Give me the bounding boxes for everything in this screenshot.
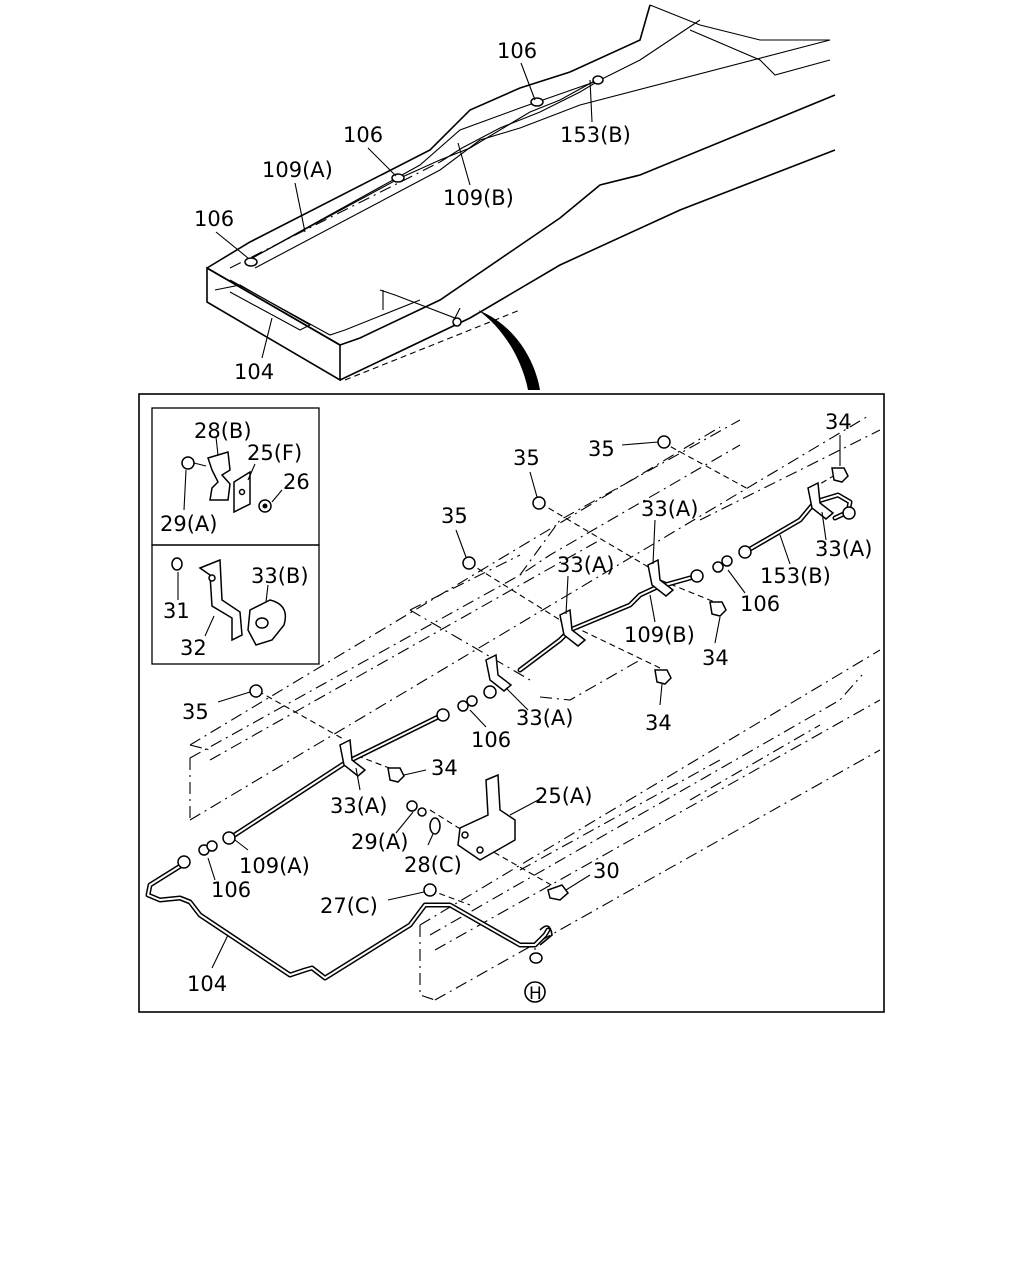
label-109a-top: 109(A) [262,158,333,182]
label-153b: 153(B) [760,564,831,588]
label-25f: 25(F) [247,441,302,465]
label-104: 104 [187,972,227,996]
detail-dashed-leaders [257,441,836,960]
detail-frame [138,393,885,1013]
inset-bracket-assembly [171,557,287,646]
nuts-35 [249,435,671,698]
label-28c: 28(C) [404,853,462,877]
inset-clip-assembly [181,436,283,514]
label-109b-top: 109(B) [443,186,514,210]
detail-arrow [478,310,540,390]
label-106-detail-b: 106 [471,728,511,752]
label-34-b: 34 [702,646,729,670]
label-106-c: 106 [194,207,234,231]
label-30: 30 [593,859,620,883]
bolts-34 [387,467,849,783]
label-35-d: 35 [182,700,209,724]
clip-brackets-33a [339,481,835,777]
label-35-c: 35 [441,504,468,528]
label-29a-inset: 29(A) [160,512,217,536]
brake-pipe-104 [145,862,553,981]
label-33a-3: 33(A) [815,537,872,561]
label-106-a: 106 [497,39,537,63]
label-35-b: 35 [513,446,540,470]
label-34-a: 34 [825,410,852,434]
label-33a-5: 33(A) [330,794,387,818]
detail-frame-rail [189,414,881,1001]
bracket-25a [406,773,570,964]
label-27c: 27(C) [320,894,378,918]
label-34-d: 34 [431,756,458,780]
label-153b-top: 153(B) [560,123,631,147]
label-h: H [529,984,542,1004]
label-31: 31 [163,599,190,623]
reference-h-marker [524,981,546,1003]
label-33a-2: 33(A) [557,553,614,577]
label-106-b: 106 [343,123,383,147]
pipe-fittings [177,506,856,869]
label-26: 26 [283,470,310,494]
label-34-c: 34 [645,711,672,735]
label-106-detail-a: 106 [740,592,780,616]
inset-box-lower [151,544,320,665]
label-25a: 25(A) [535,784,592,808]
label-32: 32 [180,636,207,660]
label-28b: 28(B) [194,419,252,443]
label-33a-1: 33(A) [641,497,698,521]
label-109a: 109(A) [239,854,310,878]
label-29a: 29(A) [351,830,408,854]
label-109b: 109(B) [624,623,695,647]
overview-frame [206,4,836,382]
label-35-a: 35 [588,437,615,461]
label-33a-4: 33(A) [516,706,573,730]
overview-callouts [215,62,593,359]
label-106-detail-c: 106 [211,878,251,902]
detail-leader-lines [207,435,841,969]
label-33b: 33(B) [251,564,309,588]
label-104-top: 104 [234,360,274,384]
